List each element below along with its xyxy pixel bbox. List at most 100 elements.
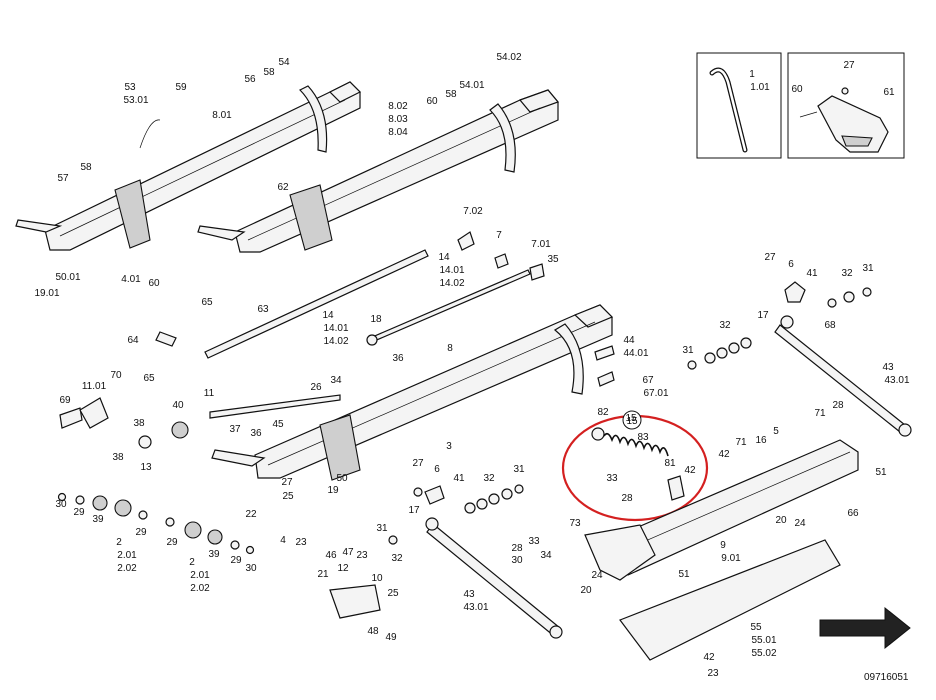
part-label: 44 [623, 335, 635, 346]
part-label: 1.01 [750, 82, 770, 93]
part-label: 14.02 [439, 278, 464, 289]
part-label: 69 [59, 395, 71, 406]
part-label: 42 [718, 449, 730, 460]
part-label: 56 [244, 74, 256, 85]
spring-assembly [591, 427, 685, 501]
part-label: 59 [175, 82, 187, 93]
part-label: 30 [245, 563, 257, 574]
hydraulic-cylinder-right [774, 315, 912, 437]
part-label: 46 [325, 550, 337, 561]
part-label: 44.01 [623, 348, 648, 359]
part-label: 14 [438, 252, 450, 263]
part-label: 11 [204, 388, 215, 399]
part-label: 30 [511, 555, 523, 566]
callout-circle [622, 410, 642, 430]
document-number: 09716051 [864, 672, 909, 683]
part-label: 2.01 [190, 570, 210, 581]
part-label: 8.03 [388, 114, 408, 125]
part-label: 38 [133, 418, 145, 429]
part-label: 71 [814, 408, 826, 419]
part-label: 55.02 [751, 648, 776, 659]
part-label: 20 [775, 515, 787, 526]
part-label: 29 [230, 555, 242, 566]
part-label: 15 [625, 413, 637, 424]
guard-plate [619, 539, 841, 661]
part-label: 18 [370, 314, 382, 325]
part-label: 14.01 [323, 323, 348, 334]
part-label: 60 [148, 278, 160, 289]
part-label: 27 [412, 458, 424, 469]
part-label: 57 [57, 173, 69, 184]
part-label: 40 [172, 400, 184, 411]
part-label: 28 [511, 543, 523, 554]
part-label: 17 [757, 310, 769, 321]
upper-left-cutter-bar [15, 81, 362, 251]
upper-middle-cutter-bar [197, 89, 560, 253]
part-label: 50 [336, 473, 348, 484]
part-label: 4.01 [121, 274, 141, 285]
washer-row-center [388, 484, 524, 545]
part-label: 4 [280, 535, 286, 546]
part-label: 55 [750, 622, 762, 633]
part-label: 67.01 [643, 388, 668, 399]
part-label: 51 [875, 467, 887, 478]
part-label: 22 [245, 509, 257, 520]
part-label: 33 [528, 536, 540, 547]
part-label: 34 [330, 375, 342, 386]
part-label: 14.01 [439, 265, 464, 276]
part-label: 38 [112, 452, 124, 463]
part-label: 73 [569, 518, 581, 529]
part-label: 32 [719, 320, 731, 331]
part-label: 36 [392, 353, 404, 364]
part-label: 43 [882, 362, 894, 373]
part-label: 25 [387, 588, 399, 599]
part-label: 19 [327, 485, 339, 496]
part-labels: 5353.01565854598.0154.02605854.018.028.0… [34, 52, 909, 679]
part-label: 32 [483, 473, 495, 484]
part-label: 14 [322, 310, 334, 321]
part-label: 26 [310, 382, 322, 393]
part-label: 23 [295, 537, 307, 548]
part-label: 3 [446, 441, 452, 452]
bearing-row-left [57, 492, 255, 555]
part-label: 8.01 [212, 110, 232, 121]
part-label: 6 [788, 259, 794, 270]
part-label: 28 [621, 493, 633, 504]
part-label: 32 [841, 268, 853, 279]
part-label: 2.02 [117, 563, 137, 574]
part-label: 66 [847, 508, 859, 519]
part-label: 6 [434, 464, 440, 475]
part-label: 29 [73, 507, 85, 518]
part-label: 60 [791, 84, 803, 95]
part-label: 2.01 [117, 550, 137, 561]
part-label: 64 [127, 335, 139, 346]
part-label: 34 [540, 550, 552, 561]
part-label: 28 [832, 400, 844, 411]
part-label: 48 [367, 626, 379, 637]
part-label: 58 [80, 162, 92, 173]
part-label: 53 [124, 82, 136, 93]
part-label: 83 [637, 432, 649, 443]
part-label: 53.01 [123, 95, 148, 106]
part-label: 63 [257, 304, 269, 315]
part-label: 2 [189, 557, 195, 568]
part-label: 33 [606, 473, 618, 484]
part-label: 37 [229, 424, 241, 435]
part-label: 23 [707, 668, 719, 679]
part-label: 45 [272, 419, 284, 430]
part-label: 31 [682, 345, 694, 356]
knife-strip [204, 249, 429, 359]
part-label: 35 [547, 254, 559, 265]
part-label: 31 [862, 263, 874, 274]
part-label: 43.01 [463, 602, 488, 613]
part-label: 9.01 [721, 553, 741, 564]
part-label: 61 [883, 87, 895, 98]
misc-hardware [59, 231, 806, 619]
part-label: 8 [447, 343, 453, 354]
part-label: 43 [463, 589, 475, 600]
part-label: 24 [794, 518, 806, 529]
part-label: 51 [678, 569, 690, 580]
central-cutter-bar [209, 304, 614, 481]
part-label: 65 [201, 297, 213, 308]
